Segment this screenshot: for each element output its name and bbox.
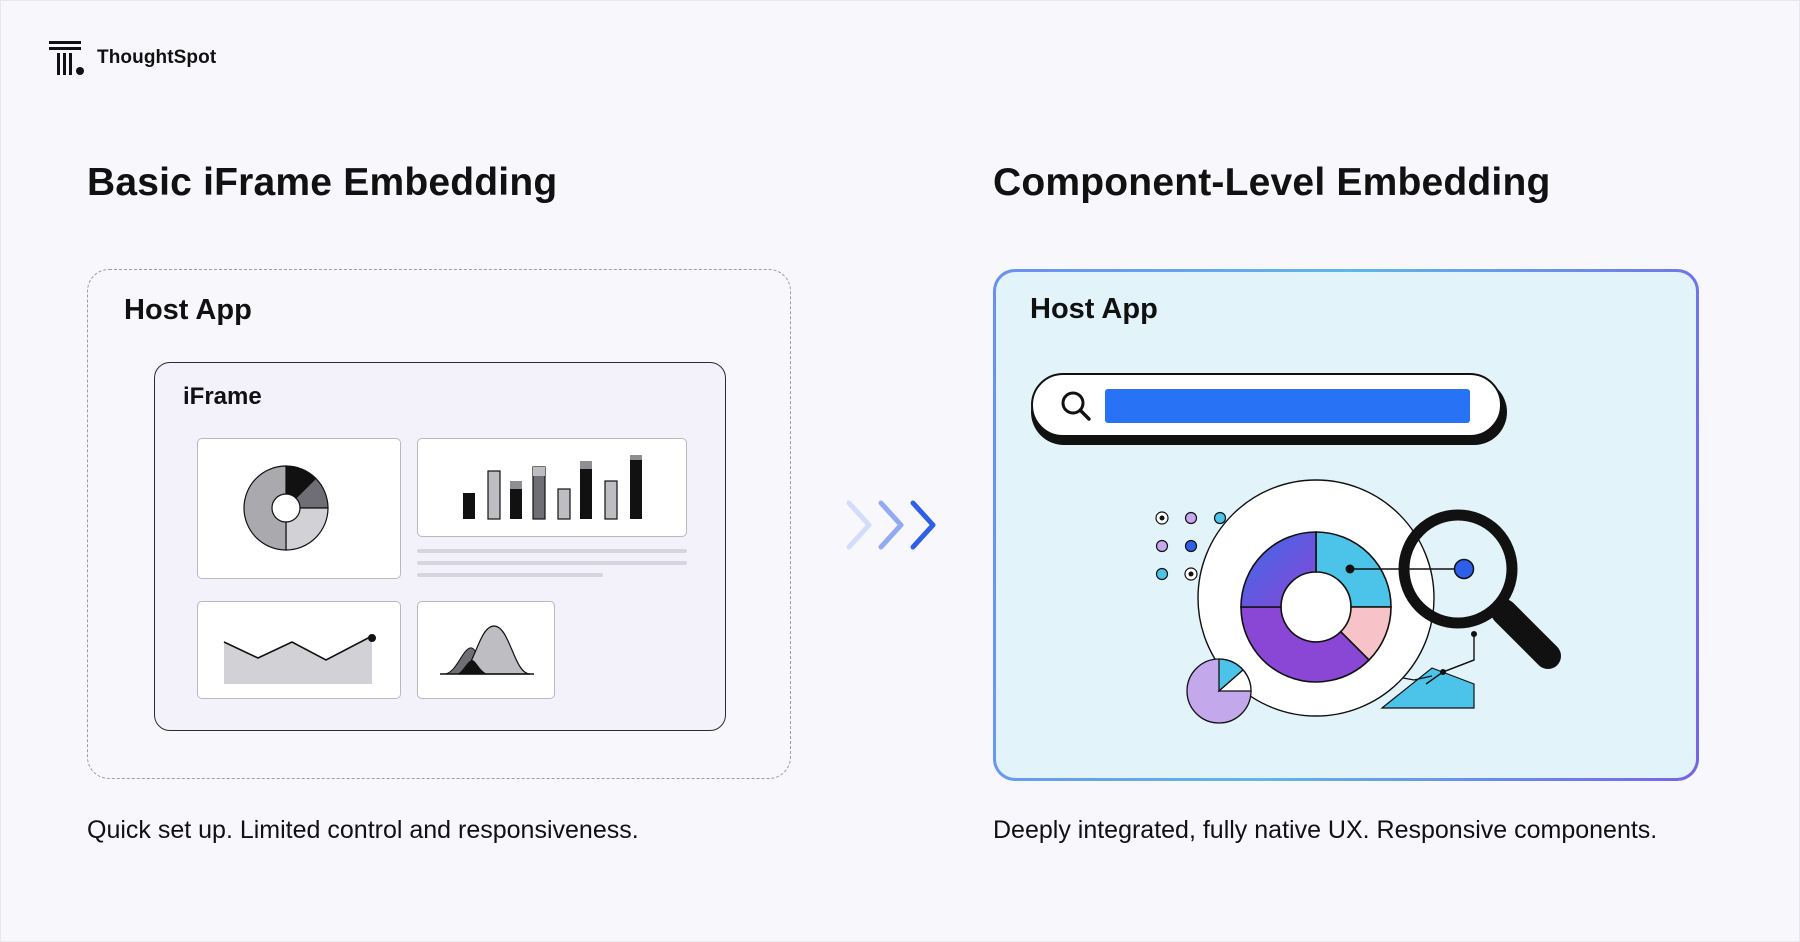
- triple-chevron-right-icon: [846, 500, 936, 550]
- text-placeholder-line: [417, 561, 687, 565]
- search-icon: [1061, 391, 1091, 421]
- search-bar[interactable]: [1031, 373, 1502, 437]
- brand-name: ThoughtSpot: [97, 47, 217, 68]
- area-chart: [223, 634, 376, 684]
- chart-backdrop-circle: [1197, 479, 1435, 717]
- brand-logo: ThoughtSpot: [49, 41, 216, 75]
- text-placeholder-line: [417, 573, 603, 577]
- basic-embedding-heading: Basic iFrame Embedding: [87, 161, 558, 204]
- host-app-title: Host App: [1030, 293, 1158, 325]
- thoughtspot-logo-icon: [49, 41, 84, 75]
- donut-chart: [243, 465, 329, 551]
- magnifying-glass-icon: [1398, 509, 1561, 669]
- search-query-highlight: [1105, 389, 1470, 423]
- connector-dot: [1345, 564, 1355, 574]
- distribution-chart-card: [417, 601, 555, 699]
- iframe-container: iFrame: [154, 362, 726, 731]
- component-host-app-panel: Host App: [993, 269, 1699, 781]
- dot-grid: [1155, 511, 1227, 581]
- component-host-app-body: Host App: [996, 272, 1696, 778]
- bar-chart-card: [417, 438, 687, 537]
- basic-embedding-caption: Quick set up. Limited control and respon…: [87, 816, 639, 844]
- mini-pie-chart: [1186, 658, 1252, 724]
- text-placeholder-line: [417, 549, 687, 553]
- component-embedding-caption: Deeply integrated, fully native UX. Resp…: [993, 816, 1658, 844]
- bar-chart: [463, 455, 642, 520]
- donut-chart-card: [197, 438, 401, 579]
- analytics-illustration: [1155, 479, 1561, 724]
- distribution-chart: [440, 625, 534, 675]
- area-chart-card: [197, 601, 401, 699]
- component-embedding-heading: Component-Level Embedding: [993, 161, 1551, 204]
- basic-host-app-panel: Host App iFrame: [87, 269, 791, 779]
- host-app-title: Host App: [124, 294, 252, 326]
- iframe-title: iFrame: [183, 383, 262, 410]
